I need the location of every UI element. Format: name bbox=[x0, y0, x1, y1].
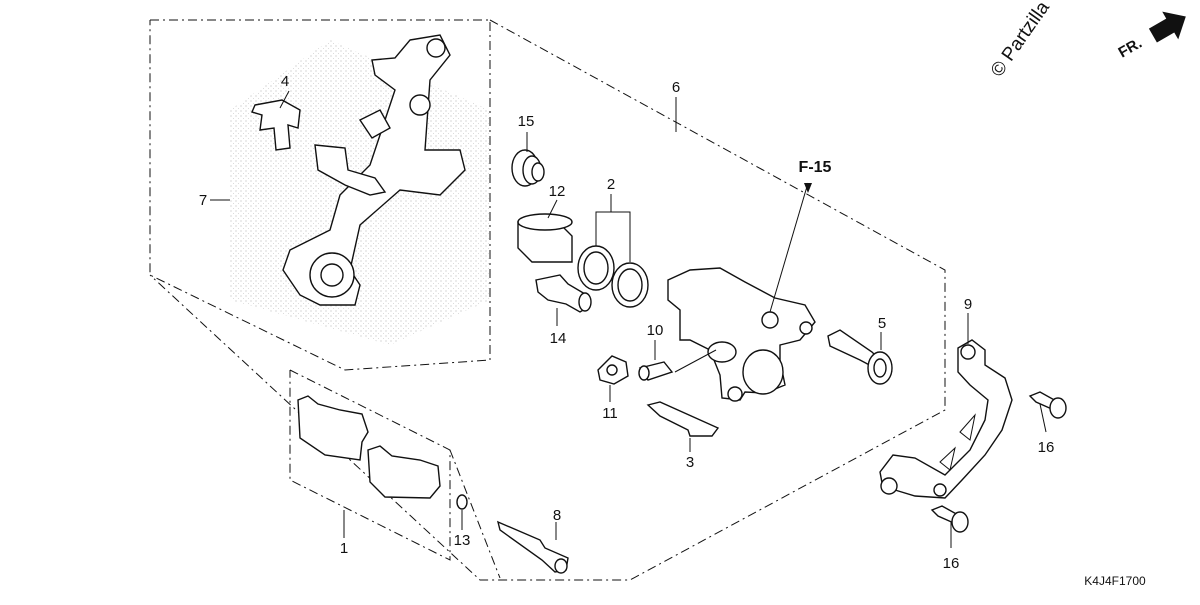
callout-12: 12 bbox=[549, 183, 566, 200]
callout-5: 5 bbox=[878, 315, 886, 332]
bleeder-cap-part bbox=[597, 355, 629, 385]
bleeder-screw-part bbox=[638, 361, 674, 381]
callout-4: 4 bbox=[281, 73, 289, 90]
watermark-text: © Partzilla bbox=[987, 0, 1054, 81]
direction-label: FR. bbox=[1116, 35, 1145, 62]
bolt-part-upper bbox=[1028, 391, 1067, 419]
shim-washer-part bbox=[456, 494, 468, 510]
drawing-code: K4J4F1700 bbox=[1084, 574, 1146, 588]
callout-2: 2 bbox=[607, 176, 615, 193]
callout-16-upper: 16 bbox=[1038, 439, 1055, 456]
callout-14: 14 bbox=[550, 330, 567, 347]
callout-6: 6 bbox=[672, 79, 680, 96]
callout-15: 15 bbox=[518, 113, 535, 130]
pad-retainer-clip-part bbox=[251, 99, 301, 151]
caliper-bracket-part bbox=[282, 34, 466, 306]
brake-pads-part bbox=[297, 395, 441, 499]
piston-part bbox=[517, 213, 573, 263]
leader-lines bbox=[210, 90, 1047, 548]
callout-11: 11 bbox=[602, 405, 618, 422]
piston-seals-part bbox=[577, 245, 649, 308]
callout-9: 9 bbox=[964, 296, 972, 313]
direction-arrow-icon: FR. bbox=[1116, 11, 1186, 62]
pad-spring-part bbox=[646, 401, 720, 437]
callout-10: 10 bbox=[647, 322, 664, 339]
group-outline-caliper bbox=[149, 19, 946, 581]
callout-8: 8 bbox=[553, 507, 561, 524]
callout-1: 1 bbox=[340, 540, 348, 557]
bolt-part-lower bbox=[930, 505, 969, 533]
callout-13: 13 bbox=[454, 532, 471, 549]
caliper-guard-part bbox=[879, 339, 1013, 499]
reference-label: F-15 bbox=[799, 159, 832, 176]
dust-boot-part bbox=[511, 149, 545, 187]
callout-7: 7 bbox=[199, 192, 207, 209]
caliper-body-part bbox=[667, 267, 816, 402]
callout-16-lower: 16 bbox=[943, 555, 960, 572]
callout-3: 3 bbox=[686, 454, 694, 471]
reference-arrow-head bbox=[804, 183, 812, 193]
slide-pin-part bbox=[535, 274, 592, 313]
pin-bolt-part bbox=[827, 329, 893, 385]
group-outline-pads bbox=[289, 369, 501, 579]
pad-pin-part bbox=[496, 520, 569, 574]
